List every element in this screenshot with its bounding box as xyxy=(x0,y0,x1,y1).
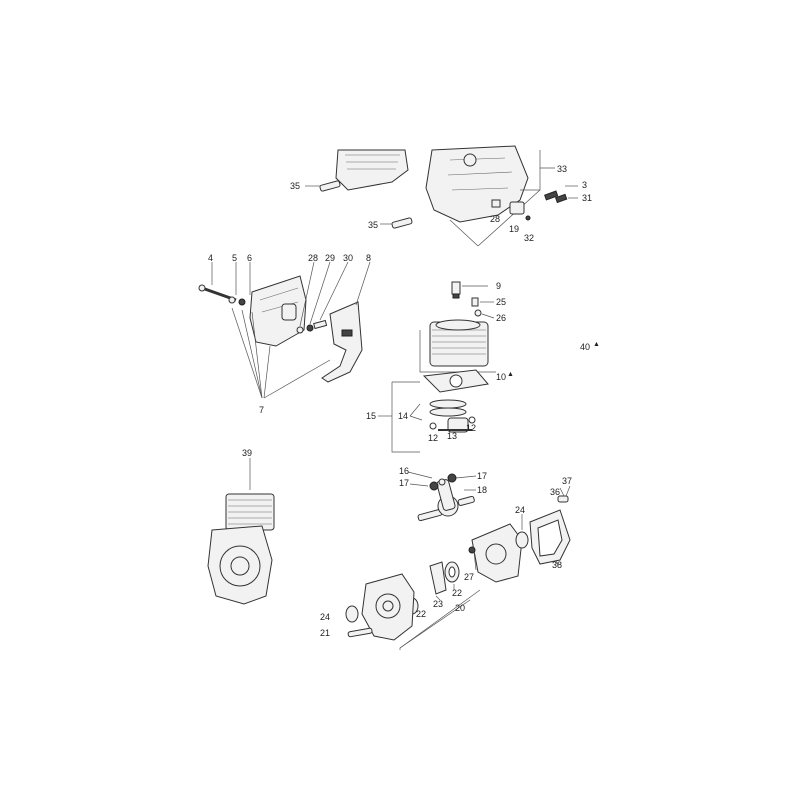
label-30: 30 xyxy=(343,253,353,263)
label-28: 28 xyxy=(490,214,500,224)
clip-36-37 xyxy=(557,495,569,503)
switch-part-19 xyxy=(509,201,531,221)
crankshaft-18 xyxy=(417,479,475,522)
nut-6 xyxy=(238,298,246,306)
marker-triangle-40: ▲ xyxy=(593,341,600,348)
label-35: 35 xyxy=(368,220,378,230)
label-20: 20 xyxy=(455,603,465,613)
washer-5 xyxy=(228,296,236,304)
muffler-part xyxy=(249,275,307,347)
screw-35-middle xyxy=(391,217,413,229)
cylinder-part xyxy=(429,319,489,367)
spark-plug-9 xyxy=(451,281,461,299)
muffler-gasket-8 xyxy=(321,301,363,383)
label-21: 21 xyxy=(320,628,330,638)
engine-assembly-39 xyxy=(207,493,275,605)
piston-13 xyxy=(438,417,472,433)
label-13: 13 xyxy=(447,431,457,441)
label-10: 10 xyxy=(496,372,506,382)
bearing-24-right xyxy=(515,531,529,549)
label-32: 32 xyxy=(524,233,534,243)
oil-seal-23 xyxy=(429,561,447,595)
label-5: 5 xyxy=(232,253,237,263)
crankcase-right-half xyxy=(468,523,523,583)
label-19: 19 xyxy=(509,224,519,234)
bearing-16-17 xyxy=(429,473,457,491)
engine-shroud-part xyxy=(425,145,529,223)
bearing-24-left xyxy=(345,605,359,623)
part-26 xyxy=(474,309,482,317)
clip-28-top xyxy=(491,199,501,208)
label-24: 24 xyxy=(515,505,525,515)
crankcase-left-half xyxy=(361,573,415,641)
label-27: 27 xyxy=(464,572,474,582)
label-22: 22 xyxy=(452,588,462,598)
label-29: 29 xyxy=(325,253,335,263)
label-12: 12 xyxy=(428,433,438,443)
label-38: 38 xyxy=(552,560,562,570)
label-17: 17 xyxy=(399,478,409,488)
label-40: 40 xyxy=(580,342,590,352)
part-25 xyxy=(471,297,479,307)
label-15: 15 xyxy=(366,411,376,421)
label-17: 17 xyxy=(477,471,487,481)
label-23: 23 xyxy=(433,599,443,609)
bolt-21 xyxy=(347,627,373,638)
label-16: 16 xyxy=(399,466,409,476)
label-26: 26 xyxy=(496,313,506,323)
label-33: 33 xyxy=(557,164,567,174)
screw-28-30 xyxy=(296,319,328,334)
circlip-12 xyxy=(429,416,476,430)
seal-cover-38 xyxy=(529,509,571,565)
screw-35-top xyxy=(319,180,341,192)
label-14: 14 xyxy=(398,411,408,421)
label-36: 36 xyxy=(550,487,560,497)
upper-cover-part xyxy=(335,149,409,191)
label-8: 8 xyxy=(366,253,371,263)
small-parts-3-31 xyxy=(544,190,568,204)
cylinder-gasket-10 xyxy=(422,369,489,393)
label-7: 7 xyxy=(259,405,264,415)
piston-rings xyxy=(429,399,467,417)
label-6: 6 xyxy=(247,253,252,263)
label-9: 9 xyxy=(496,281,501,291)
label-28: 28 xyxy=(308,253,318,263)
label-24: 24 xyxy=(320,612,330,622)
label-22: 22 xyxy=(416,609,426,619)
label-31: 31 xyxy=(582,193,592,203)
label-3: 3 xyxy=(582,180,587,190)
bearing-22-right xyxy=(444,561,460,583)
label-12: 12 xyxy=(466,423,476,433)
label-39: 39 xyxy=(242,448,252,458)
marker-triangle-10: ▲ xyxy=(507,371,514,378)
label-25: 25 xyxy=(496,297,506,307)
label-35: 35 xyxy=(290,181,300,191)
label-37: 37 xyxy=(562,476,572,486)
label-4: 4 xyxy=(208,253,213,263)
label-18: 18 xyxy=(477,485,487,495)
